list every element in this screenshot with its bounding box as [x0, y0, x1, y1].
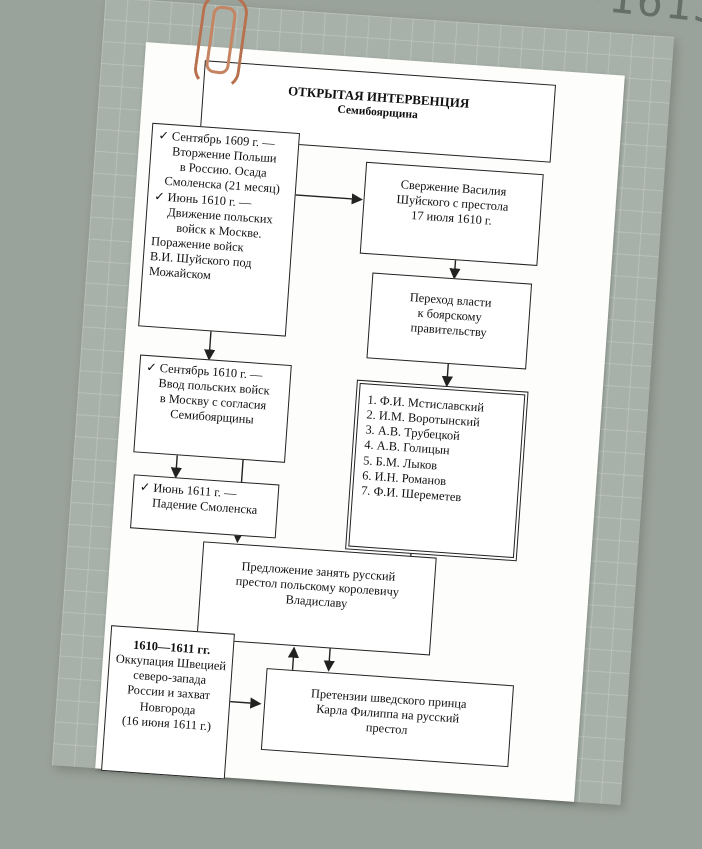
arrow-center-to-bottom-right: [323, 648, 335, 672]
boyars-list-box: 1. Ф.И. Мстиславский 2. И.М. Воротынский…: [345, 379, 529, 562]
arrow-right1-to-right2: [449, 259, 461, 280]
arrow-left1-to-left2: [204, 331, 216, 361]
bottom-left-box: 1610—1611 гг. Оккупация Швецией северо-з…: [101, 625, 235, 780]
diagram-sheet: ОТКРЫТАЯ ИНТЕРВЕНЦИЯ Семибоярщина ✓ Сент…: [95, 42, 625, 802]
arrow-left1-to-right1: [293, 193, 363, 205]
left-box-1: ✓ Сентябрь 1609 г. — Вторжение Польши в …: [138, 122, 301, 337]
background-title: -1613: [577, 0, 702, 35]
left-box-3: ✓ Июнь 1611 г. — Падение Смоленска: [130, 474, 280, 539]
right-box-1: Свержение Василия Шуйского с престола 17…: [359, 161, 544, 266]
arrow-right2-to-boyars: [441, 363, 453, 388]
right-box-2: Переход власти к боярскому правительству: [366, 272, 533, 370]
arrow-bottom-right-to-center: [287, 646, 299, 670]
bottom-right-box: Претензии шведского принца Карла Филиппа…: [260, 668, 515, 768]
left-box-2: ✓ Сентябрь 1610 г. — Ввод польских войск…: [133, 354, 292, 463]
arrow-left2-to-left3: [170, 455, 182, 479]
